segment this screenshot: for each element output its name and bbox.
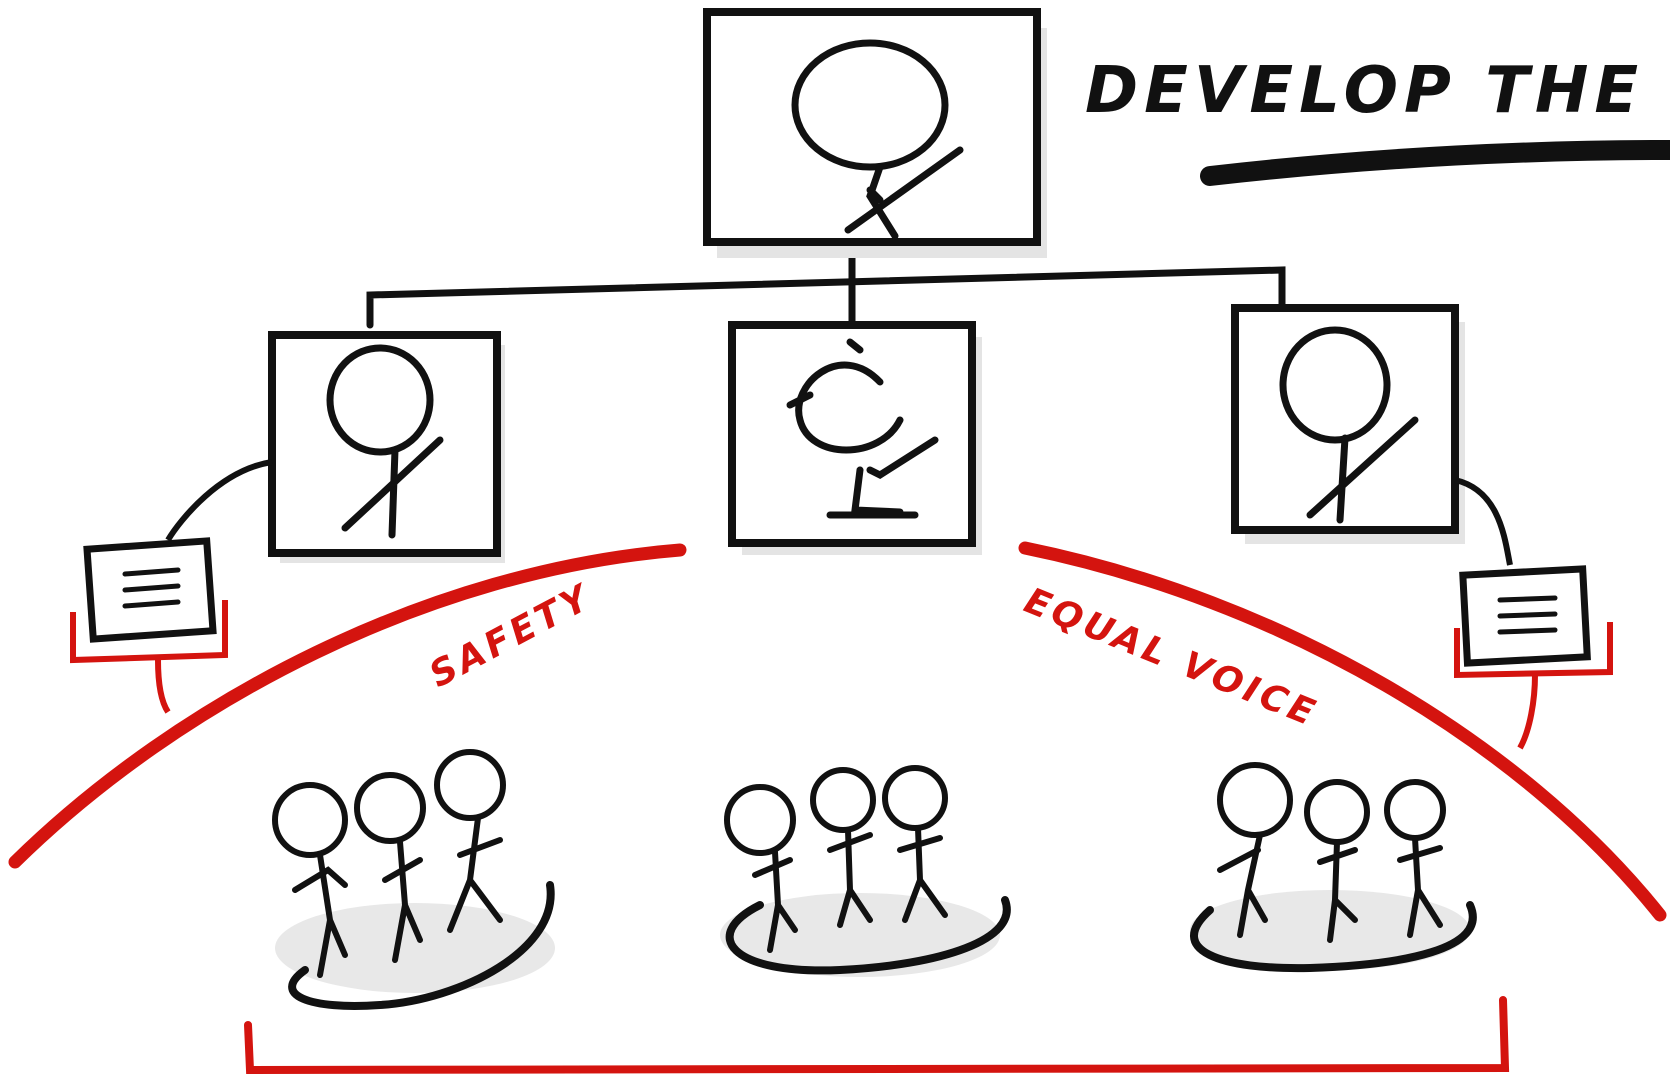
stick-figure-icon [1279, 326, 1419, 524]
stick-figure-icon [810, 767, 876, 928]
manager-box-right [1231, 304, 1465, 544]
title-underline [1200, 140, 1670, 186]
team-bracket [244, 996, 1510, 1075]
stick-figure-icon [882, 765, 948, 923]
stick-figure-icon [354, 772, 426, 963]
stick-figure-icon [1217, 762, 1293, 938]
document-icon [122, 567, 181, 609]
document-left [70, 459, 273, 714]
stick-figure-icon [272, 782, 348, 978]
stick-figure-icon [1384, 779, 1446, 938]
stick-figure-icon [1304, 779, 1370, 943]
stick-figure-icon [724, 784, 798, 953]
diagram-title: DEVELOP THE C [1085, 54, 1670, 128]
team-group-right [1190, 762, 1477, 973]
stick-figure-icon [434, 749, 506, 933]
stick-figure-icon [326, 344, 444, 539]
stick-figure-icon [786, 338, 939, 519]
equal-voice-label: EQUAL VOICE [1019, 580, 1324, 735]
arc [8, 541, 1667, 922]
manager-box-center [728, 321, 982, 555]
stick-figure-icon [791, 39, 964, 240]
document-right [1454, 477, 1613, 750]
title-group: DEVELOP THE C [1085, 54, 1670, 186]
document-icon [1497, 595, 1558, 635]
team-group-center [720, 765, 1011, 977]
connectors [366, 248, 1286, 329]
team-group-left [272, 749, 555, 1010]
manager-box-left [268, 331, 505, 563]
leader-box [703, 8, 1047, 258]
